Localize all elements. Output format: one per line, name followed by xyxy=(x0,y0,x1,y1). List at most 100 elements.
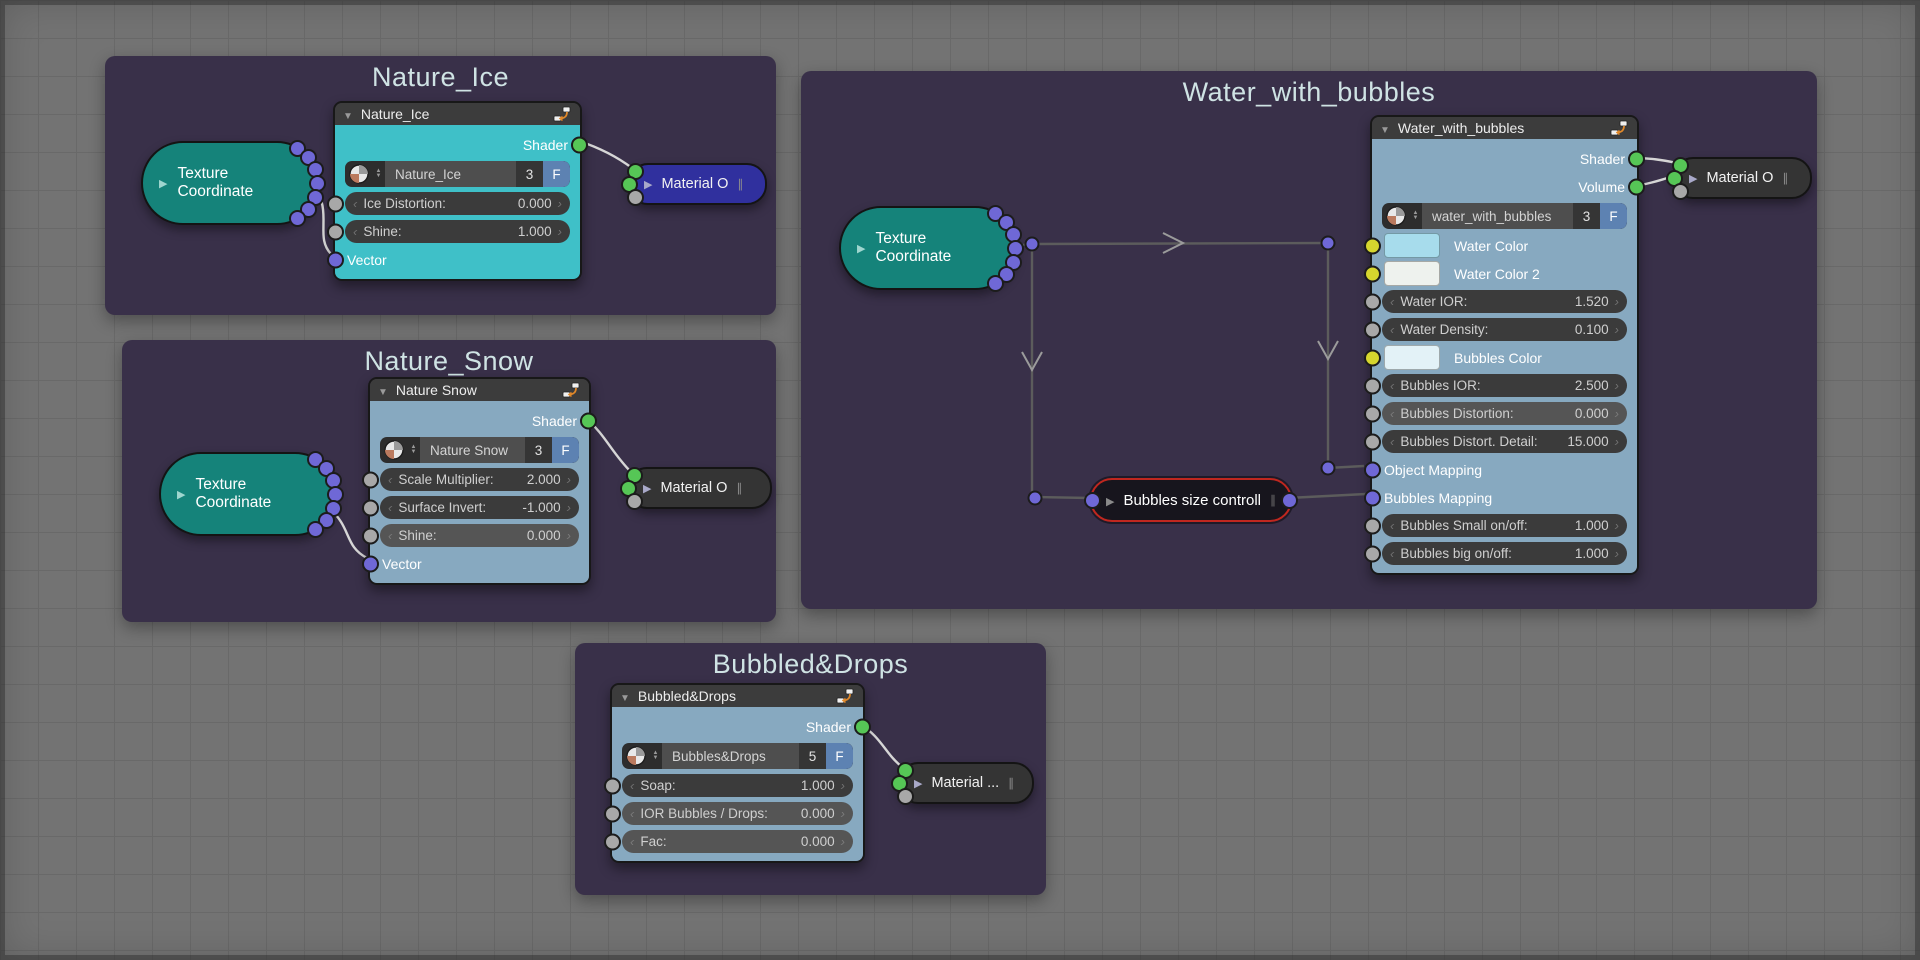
expand-arrow-icon[interactable] xyxy=(177,485,185,503)
increment-arrow-icon[interactable] xyxy=(1615,547,1619,560)
increment-arrow-icon[interactable] xyxy=(567,529,571,542)
material-name-field[interactable]: Nature Snow xyxy=(420,437,525,463)
gray-socket[interactable] xyxy=(604,805,621,822)
increment-arrow-icon[interactable] xyxy=(1615,295,1619,308)
material-browse-stepper[interactable] xyxy=(407,437,420,463)
expand-arrow-icon[interactable] xyxy=(643,480,651,496)
gray-socket[interactable] xyxy=(327,195,344,212)
gray-socket[interactable] xyxy=(362,527,379,544)
slider-bubbles-ior[interactable]: Bubbles IOR:2.500 xyxy=(1364,374,1627,397)
node-header[interactable]: Bubbled&Drops xyxy=(612,685,863,707)
node-material-output[interactable]: Material O xyxy=(621,163,767,206)
slider-shine[interactable]: Shine:0.000 xyxy=(362,524,579,547)
decrement-arrow-icon[interactable] xyxy=(1390,547,1394,560)
gray-socket[interactable] xyxy=(604,833,621,850)
fake-user-button[interactable]: F xyxy=(1600,203,1627,229)
increment-arrow-icon[interactable] xyxy=(1615,519,1619,532)
node-texture-coordinate[interactable]: Texture Coordinate xyxy=(159,451,344,538)
decrement-arrow-icon[interactable] xyxy=(1390,295,1394,308)
expand-arrow-icon[interactable] xyxy=(644,176,652,192)
stepper-down-icon[interactable] xyxy=(653,756,659,761)
slider-bubbles-small-on-off[interactable]: Bubbles Small on/off:1.000 xyxy=(1364,514,1627,537)
material-name-field[interactable]: water_with_bubbles xyxy=(1422,203,1573,229)
purple-socket[interactable] xyxy=(1364,489,1381,506)
fake-user-button[interactable]: F xyxy=(826,743,853,769)
collapse-arrow-icon[interactable] xyxy=(343,106,353,122)
yellow-socket[interactable] xyxy=(1364,237,1381,254)
purple-socket[interactable] xyxy=(1281,492,1298,509)
gray-socket[interactable] xyxy=(627,189,644,206)
node-header[interactable]: Nature Snow xyxy=(370,379,589,401)
material-browse-stepper[interactable] xyxy=(1409,203,1422,229)
node-group-bubbled-drops[interactable]: Bubbled&Drops ShaderBubbles&Drops5FSoap:… xyxy=(604,683,871,863)
stepper-down-icon[interactable] xyxy=(1413,216,1419,221)
material-users-count[interactable]: 3 xyxy=(525,437,552,463)
decrement-arrow-icon[interactable] xyxy=(1390,323,1394,336)
purple-socket[interactable] xyxy=(327,251,344,268)
node-texture-coordinate[interactable]: Texture Coordinate xyxy=(839,205,1024,292)
decrement-arrow-icon[interactable] xyxy=(1390,407,1394,420)
increment-arrow-icon[interactable] xyxy=(1615,323,1619,336)
decrement-arrow-icon[interactable] xyxy=(1390,379,1394,392)
increment-arrow-icon[interactable] xyxy=(1615,407,1619,420)
node-group-nature-snow[interactable]: Nature Snow ShaderNature Snow3FScale Mul… xyxy=(362,377,597,585)
stepper-down-icon[interactable] xyxy=(376,174,382,179)
expand-arrow-icon[interactable] xyxy=(857,239,865,257)
node-texture-coordinate[interactable]: Texture Coordinate xyxy=(141,140,326,227)
green-socket[interactable] xyxy=(1628,150,1645,167)
stepper-down-icon[interactable] xyxy=(411,450,417,455)
increment-arrow-icon[interactable] xyxy=(841,779,845,792)
increment-arrow-icon[interactable] xyxy=(1615,379,1619,392)
decrement-arrow-icon[interactable] xyxy=(630,779,634,792)
increment-arrow-icon[interactable] xyxy=(567,473,571,486)
material-browse-stepper[interactable] xyxy=(372,161,385,187)
purple-socket[interactable] xyxy=(307,521,324,538)
slider-soap[interactable]: Soap:1.000 xyxy=(604,774,853,797)
fake-user-button[interactable]: F xyxy=(543,161,570,187)
slider-bubbles-big-on-off[interactable]: Bubbles big on/off:1.000 xyxy=(1364,542,1627,565)
gray-socket[interactable] xyxy=(362,471,379,488)
node-group-water-with-bubbles[interactable]: Water_with_bubbles ShaderVolumewater_wit… xyxy=(1364,115,1645,575)
purple-socket[interactable] xyxy=(1084,492,1101,509)
gray-socket[interactable] xyxy=(1364,545,1381,562)
increment-arrow-icon[interactable] xyxy=(558,197,562,210)
decrement-arrow-icon[interactable] xyxy=(388,473,392,486)
decrement-arrow-icon[interactable] xyxy=(388,529,392,542)
green-socket[interactable] xyxy=(1628,178,1645,195)
increment-arrow-icon[interactable] xyxy=(1615,435,1619,448)
expand-arrow-icon[interactable] xyxy=(1689,170,1697,186)
gray-socket[interactable] xyxy=(362,499,379,516)
material-browse-stepper[interactable] xyxy=(649,743,662,769)
decrement-arrow-icon[interactable] xyxy=(630,835,634,848)
material-name-field[interactable]: Bubbles&Drops xyxy=(662,743,799,769)
gray-socket[interactable] xyxy=(1364,433,1381,450)
gray-socket[interactable] xyxy=(1364,405,1381,422)
material-users-count[interactable]: 3 xyxy=(1573,203,1600,229)
slider-surface-invert[interactable]: Surface Invert:-1.000 xyxy=(362,496,579,519)
purple-socket[interactable] xyxy=(289,210,306,227)
collapse-arrow-icon[interactable] xyxy=(1380,120,1390,136)
node-group-nature-ice[interactable]: Nature_Ice ShaderNature_Ice3FIce Distort… xyxy=(327,101,588,281)
material-users-count[interactable]: 5 xyxy=(799,743,826,769)
expand-arrow-icon[interactable] xyxy=(159,174,167,192)
slider-fac[interactable]: Fac:0.000 xyxy=(604,830,853,853)
collapse-arrow-icon[interactable] xyxy=(620,688,630,704)
slider-bubbles-distortion[interactable]: Bubbles Distortion:0.000 xyxy=(1364,402,1627,425)
decrement-arrow-icon[interactable] xyxy=(630,807,634,820)
purple-socket[interactable] xyxy=(987,275,1004,292)
gray-socket[interactable] xyxy=(604,777,621,794)
increment-arrow-icon[interactable] xyxy=(841,835,845,848)
decrement-arrow-icon[interactable] xyxy=(1390,519,1394,532)
increment-arrow-icon[interactable] xyxy=(841,807,845,820)
slider-shine[interactable]: Shine:1.000 xyxy=(327,220,570,243)
node-header[interactable]: Water_with_bubbles xyxy=(1372,117,1637,139)
gray-socket[interactable] xyxy=(1672,183,1689,200)
expand-arrow-icon[interactable] xyxy=(1106,492,1114,509)
collapse-arrow-icon[interactable] xyxy=(378,382,388,398)
decrement-arrow-icon[interactable] xyxy=(353,225,357,238)
